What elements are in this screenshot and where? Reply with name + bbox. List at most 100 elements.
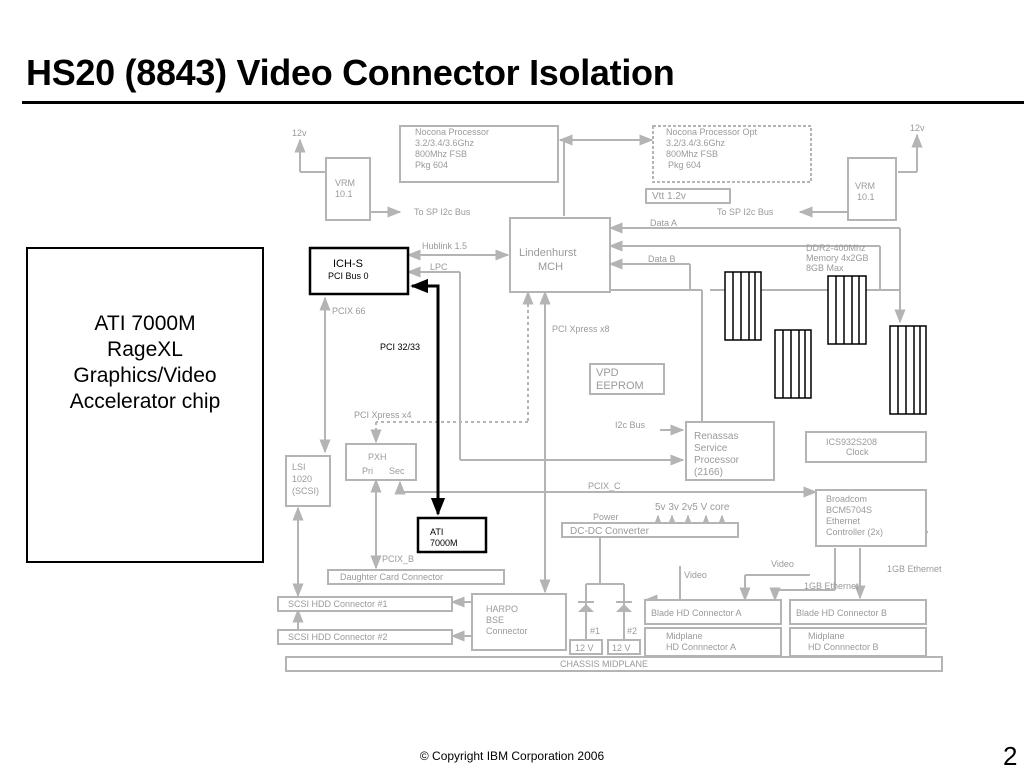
midplane-a-box (644, 627, 782, 657)
callout-box: ATI 7000M RageXL Graphics/Video Accelera… (26, 247, 264, 563)
fuse2-symbol (616, 604, 632, 612)
sp-line1: Renassas (694, 431, 738, 442)
callout-line-2: RageXL (107, 338, 183, 361)
ics-line1: ICS932S208 (826, 437, 877, 447)
ich-s-line2: PCI Bus 0 (328, 271, 369, 281)
ich-s-line1: ICH-S (333, 258, 363, 270)
gbe1-label: 1GB Ethernet (804, 581, 859, 591)
nocona2-line1: Nocona Processor Opt (666, 127, 758, 137)
pcix66-label: PCIX 66 (332, 306, 366, 316)
midplane-a-line1: Midplane (666, 631, 703, 641)
mch-line2: MCH (538, 261, 563, 273)
ati-box (416, 516, 488, 554)
pci-x4-label: PCI Xpress x4 (354, 410, 412, 420)
title-rule (22, 101, 1024, 104)
lsi-line1: LSI (292, 462, 306, 472)
vrm-right-line1: VRM (855, 181, 875, 191)
callout-line-1: ATI 7000M (94, 312, 196, 335)
harpo-line2: BSE (486, 615, 504, 625)
pcix-b-label: PCIX_B (382, 554, 414, 564)
daughter-box (327, 569, 505, 585)
pcix-c-label: PCIX_C (588, 481, 621, 491)
pxh-box (345, 443, 417, 481)
vrm-left-line2: 10.1 (335, 189, 353, 199)
ddr-line2: Memory 4x2GB (806, 253, 869, 263)
v12b-box (607, 639, 641, 655)
lsi-line3: (SCSI) (292, 486, 319, 496)
nocona2-box (652, 125, 812, 183)
fuse-symbols (578, 604, 632, 612)
block-diagram: Nocona Processor 3.2/3.4/3.6Ghz 800Mhz F… (277, 123, 943, 672)
video1-label: Video (684, 570, 707, 580)
broadcom-line2: BCM5704S (826, 505, 872, 515)
daughter-label: Daughter Card Connector (340, 572, 443, 582)
vtt-label: Vtt 1.2v (652, 191, 686, 202)
nocona1-line2: 3.2/3.4/3.6Ghz (415, 138, 475, 148)
pci-x8-label: PCI Xpress x8 (552, 324, 610, 334)
blade-b-box (789, 599, 927, 625)
bus-lines (292, 133, 928, 642)
vrm-right-box (847, 157, 897, 221)
nocona2-line2: 3.2/3.4/3.6Ghz (666, 138, 726, 148)
midplane-b-line2: HD Connnector B (808, 642, 879, 652)
dc-dc-label: DC-DC Converter (570, 526, 650, 537)
highlight-labels: ICH-S PCI Bus 0 PCI 32/33 ATI 7000M (328, 258, 458, 548)
nocona1-line3: 800Mhz FSB (415, 149, 467, 159)
nocona2-line3: 800Mhz FSB (666, 149, 718, 159)
fuse1-symbol (578, 604, 594, 612)
pci-32-33-line (410, 278, 446, 516)
sp-line3: Processor (694, 455, 740, 466)
to-sp-right-label: To SP I2c Bus (717, 207, 774, 217)
diagram-labels: Nocona Processor 3.2/3.4/3.6Ghz 800Mhz F… (288, 123, 942, 669)
blade-a-label: Blade HD Connector A (651, 608, 742, 618)
nocona1-box (399, 125, 559, 183)
harpo-box (471, 593, 567, 651)
vpd-line1: VPD (596, 367, 619, 379)
v12b-label: 12 V (612, 643, 631, 653)
v12a-label: 12 V (575, 643, 594, 653)
scsi2-label: SCSI HDD Connector #2 (288, 632, 388, 642)
power-label: Power (593, 512, 619, 522)
fuse2-label: #2 (627, 626, 637, 636)
harpo-line3: Connector (486, 626, 528, 636)
callout-text: ATI 7000M RageXL Graphics/Video Accelera… (28, 311, 262, 415)
lpc-label: LPC (430, 262, 448, 272)
ddr-line3: 8GB Max (806, 263, 844, 273)
pci-32-33-label: PCI 32/33 (380, 342, 420, 352)
dimm-2-body (827, 275, 867, 345)
dimm-1 (724, 271, 762, 341)
vtt-box (645, 188, 731, 204)
data-b-label: Data B (648, 254, 676, 264)
highlight-path (308, 246, 488, 554)
vpd-box (589, 363, 665, 395)
dimm-2 (827, 275, 867, 345)
dimm-3 (774, 329, 812, 399)
page-number: 2 (1003, 741, 1018, 771)
vrm-right-line2: 10.1 (857, 192, 875, 202)
scsi1-label: SCSI HDD Connector #1 (288, 599, 388, 609)
component-boxes (277, 125, 943, 672)
nocona2-line4: Pkg 604 (668, 160, 701, 170)
chassis-label: CHASSIS MIDPLANE (560, 659, 648, 669)
broadcom-line1: Broadcom (826, 494, 867, 504)
vrm-left-box (325, 157, 371, 221)
ich-s-box (308, 246, 410, 296)
voltages-label: 5v 3v 2v5 V core (655, 502, 730, 513)
video2-label: Video (771, 559, 794, 569)
to-sp-left-label: To SP I2c Bus (414, 207, 471, 217)
scsi1-box (277, 596, 453, 612)
vrm-left-line1: VRM (335, 178, 355, 188)
nocona1-line4: Pkg 604 (415, 160, 448, 170)
ati-line1: ATI (430, 527, 443, 537)
broadcom-box (815, 489, 927, 547)
sp-line2: Service (694, 443, 728, 454)
lsi-box (285, 455, 331, 507)
ddr-line1: DDR2-400Mhz (806, 243, 866, 253)
broadcom-line4: Controller (2x) (826, 527, 883, 537)
sp-box (685, 421, 775, 481)
midplane-b-line1: Midplane (808, 631, 845, 641)
harpo-line1: HARPO (486, 604, 518, 614)
mch-line1: Lindenhurst (519, 247, 577, 259)
hublink-label: Hublink 1.5 (422, 241, 467, 251)
i2c-label: I2c Bus (615, 420, 646, 430)
